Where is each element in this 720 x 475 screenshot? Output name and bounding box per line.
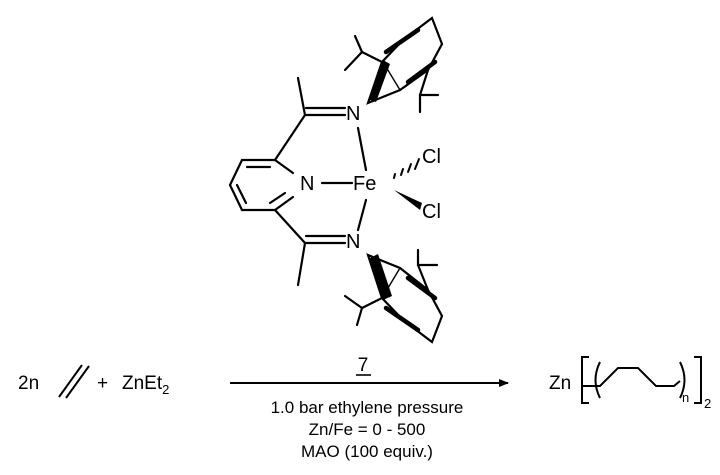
catalyst-number: 7	[358, 355, 369, 376]
condition-mao: MAO (100 equiv.)	[301, 442, 433, 461]
product-chain	[581, 356, 702, 404]
plus-sign: +	[97, 373, 108, 394]
atom-n-pyridine: N	[300, 173, 314, 195]
ethylene-double-bond	[58, 364, 90, 399]
atom-n-bottom: N	[346, 231, 360, 253]
product-count: 2	[704, 396, 711, 411]
product-repeat-n: n	[682, 390, 689, 405]
atom-cl-top: Cl	[422, 146, 441, 168]
upper-aryl	[343, 16, 444, 114]
pyridine-ring	[228, 158, 295, 212]
fe-cl-hashed-bond	[393, 158, 420, 179]
product-metal: Zn	[549, 373, 571, 394]
upper-imine-arm	[273, 76, 368, 172]
zinc-reagent: ZnEt2	[122, 373, 169, 397]
atom-fe: Fe	[353, 173, 376, 195]
condition-pressure: 1.0 bar ethylene pressure	[271, 398, 464, 417]
condition-zn-fe-ratio: Zn/Fe = 0 - 500	[309, 420, 426, 439]
ethylene-coefficient: 2n	[18, 373, 39, 394]
iron-complex	[228, 16, 444, 344]
atom-n-top: N	[346, 103, 360, 125]
lower-aryl	[343, 248, 444, 344]
atom-cl-bottom: Cl	[422, 201, 441, 223]
lower-imine-arm	[273, 198, 368, 287]
fe-cl-wedge-bond	[394, 190, 422, 210]
